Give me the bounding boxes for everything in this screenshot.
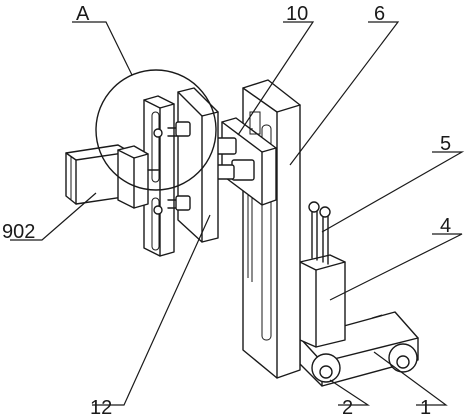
label-10: 10 bbox=[286, 3, 308, 25]
detail-circle-a bbox=[95, 69, 217, 191]
studs bbox=[167, 121, 191, 211]
connecting-pins bbox=[215, 137, 255, 181]
slotted-rail bbox=[143, 95, 175, 257]
control-levers bbox=[308, 201, 331, 265]
wheel-front bbox=[311, 353, 341, 383]
label-5: 5 bbox=[440, 133, 451, 155]
upright-column bbox=[242, 79, 301, 379]
label-6: 6 bbox=[374, 3, 385, 25]
wheel-rear bbox=[388, 343, 418, 373]
gripper-jaw bbox=[65, 144, 159, 209]
label-12: 12 bbox=[90, 397, 112, 418]
label-902: 902 bbox=[2, 221, 35, 243]
mount-plate bbox=[177, 87, 219, 243]
label-a: A bbox=[76, 3, 90, 25]
leader-lines bbox=[10, 21, 465, 406]
label-1: 1 bbox=[420, 397, 431, 418]
label-4: 4 bbox=[440, 215, 451, 237]
motor-box bbox=[299, 254, 346, 348]
label-2: 2 bbox=[342, 397, 353, 418]
